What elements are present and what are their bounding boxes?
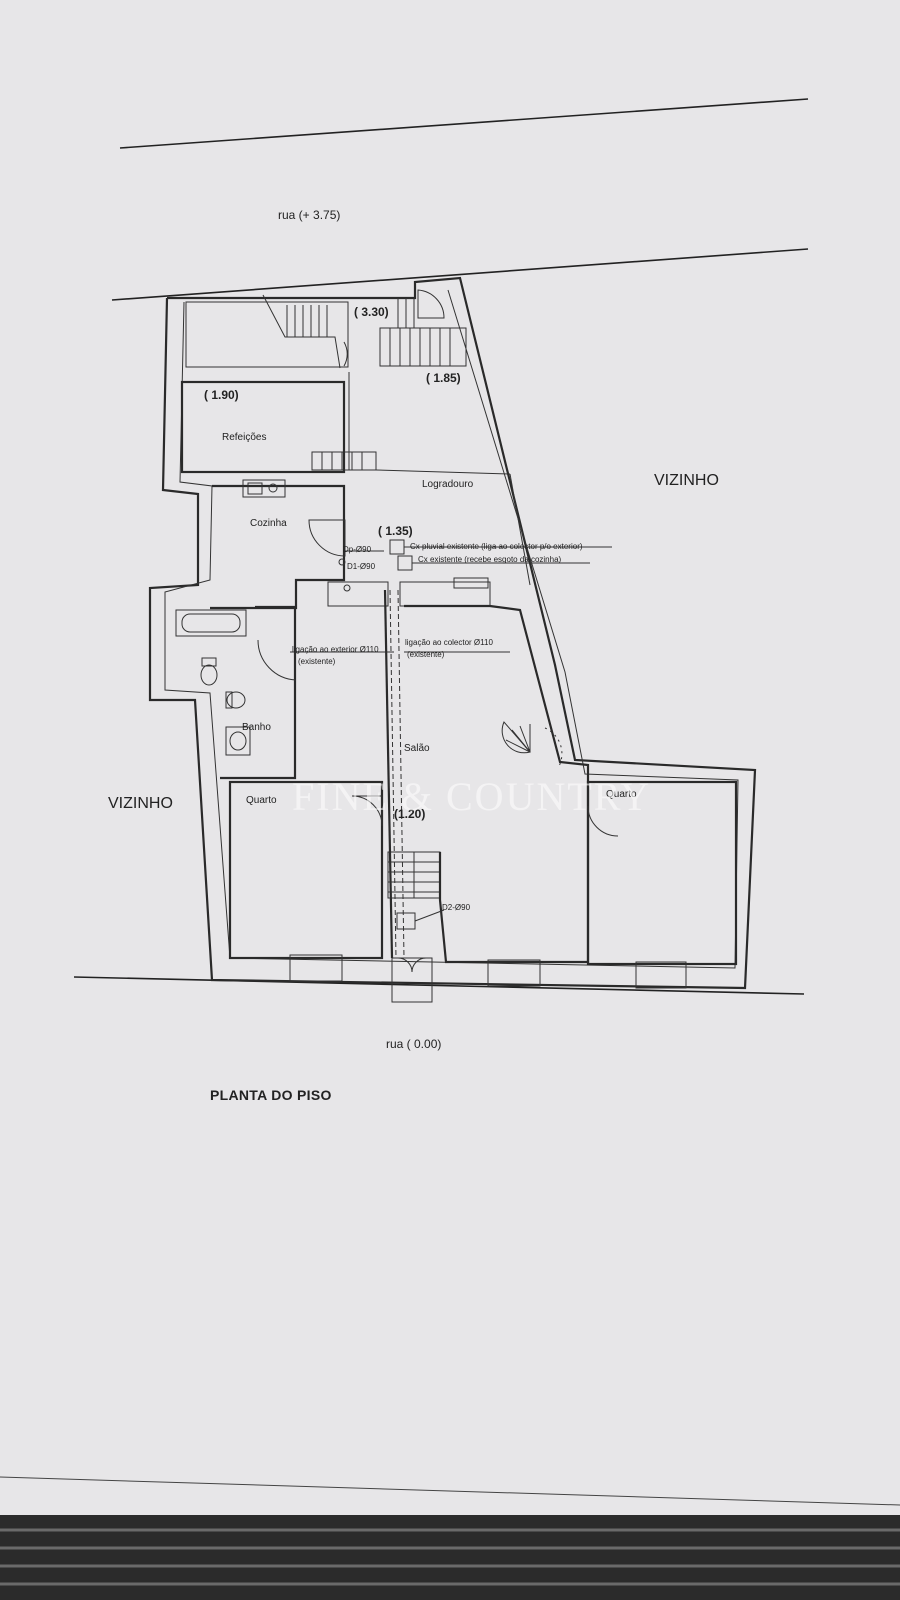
room-kitchen-label: Cozinha bbox=[250, 518, 287, 529]
level-yard-box: ( 1.35) bbox=[378, 524, 413, 538]
level-living: (1.20) bbox=[394, 807, 425, 821]
toilet-icon bbox=[200, 657, 218, 686]
sheet-edge-line bbox=[0, 1476, 900, 1506]
washbasin-icon bbox=[225, 726, 251, 756]
exterior-link-note: (existente) bbox=[298, 657, 336, 666]
street-bottom-line bbox=[73, 976, 805, 995]
collector-link-note: (existente) bbox=[407, 650, 445, 659]
table-mat bbox=[0, 1515, 900, 1600]
plan-title: PLANTA DO PISO bbox=[210, 1087, 332, 1103]
level-dining: ( 1.90) bbox=[204, 388, 239, 402]
neighbor-right-label: VIZINHO bbox=[654, 472, 719, 489]
bathroom-walls bbox=[220, 605, 297, 780]
yard-wall-right bbox=[509, 473, 531, 586]
room-bedroom-right-label: Quarto bbox=[606, 789, 637, 800]
kitchen-door-swing bbox=[308, 519, 346, 557]
collector-link-label: ligação ao colector Ø110 bbox=[405, 638, 493, 647]
downpipe-label: Dp-Ø90 bbox=[343, 545, 372, 554]
spiral-stair-icon bbox=[501, 721, 563, 769]
living-room-walls bbox=[404, 604, 590, 964]
building-outline bbox=[148, 276, 757, 990]
street-top-line-upper bbox=[119, 98, 809, 149]
left-bedroom-walls bbox=[228, 780, 384, 960]
right-bedroom-window bbox=[635, 961, 687, 989]
right-bedroom-door-swing bbox=[587, 805, 619, 837]
downpipe-icon bbox=[338, 558, 346, 566]
level-stair-landing: ( 3.30) bbox=[354, 305, 389, 319]
drain1-icon bbox=[343, 584, 351, 592]
room-living-label: Salão bbox=[404, 743, 430, 754]
exterior-link-label: ligação ao exterior Ø110 bbox=[292, 645, 379, 654]
left-bedroom-door-swing bbox=[351, 795, 383, 827]
dining-room-walls bbox=[180, 380, 346, 474]
room-yard-label: Logradouro bbox=[422, 479, 474, 490]
room-bedroom-left-label: Quarto bbox=[246, 795, 277, 806]
watermark: FINE & COUNTRY bbox=[292, 774, 651, 819]
corridor-wall-left bbox=[383, 589, 394, 959]
street-door-swing bbox=[417, 289, 445, 319]
collector-pipe bbox=[397, 589, 405, 959]
level-upper-yard: ( 1.85) bbox=[426, 371, 461, 385]
drain1-label: D1-Ø90 bbox=[347, 562, 376, 571]
yard-wall bbox=[375, 469, 511, 475]
upper-stair-flight bbox=[262, 294, 341, 369]
entrance-door bbox=[391, 957, 433, 1003]
rain-box-note: Cx pluvial existente (liga ao colector p… bbox=[410, 542, 583, 551]
landing-door-swing bbox=[343, 341, 348, 367]
plumbing-leaders bbox=[290, 546, 612, 922]
living-room-window bbox=[487, 959, 541, 987]
sewer-box-note: Cx existente (recebe esgoto da cozinha) bbox=[418, 555, 562, 564]
kitchen-sink-icon bbox=[242, 479, 286, 498]
bathtub-icon bbox=[175, 609, 247, 637]
stair-to-street bbox=[379, 298, 467, 367]
drain2-label: D2-Ø90 bbox=[442, 903, 471, 912]
room-dining-label: Refeições bbox=[222, 432, 266, 443]
neighbor-left-label: VIZINHO bbox=[108, 795, 173, 812]
room-bath-label: Banho bbox=[242, 722, 271, 733]
mat-weave bbox=[0, 1528, 900, 1586]
paper bbox=[0, 0, 900, 1515]
street-top-label: rua (+ 3.75) bbox=[278, 208, 340, 222]
left-bedroom-window bbox=[289, 954, 343, 982]
bathroom-door-swing bbox=[257, 639, 297, 681]
right-bedroom-walls bbox=[586, 780, 738, 966]
collector-pipe-2 bbox=[389, 589, 397, 959]
street-top-line-lower bbox=[111, 248, 809, 301]
bidet-icon bbox=[225, 691, 246, 709]
street-bottom-label: rua ( 0.00) bbox=[386, 1037, 441, 1051]
dining-step bbox=[311, 451, 377, 471]
